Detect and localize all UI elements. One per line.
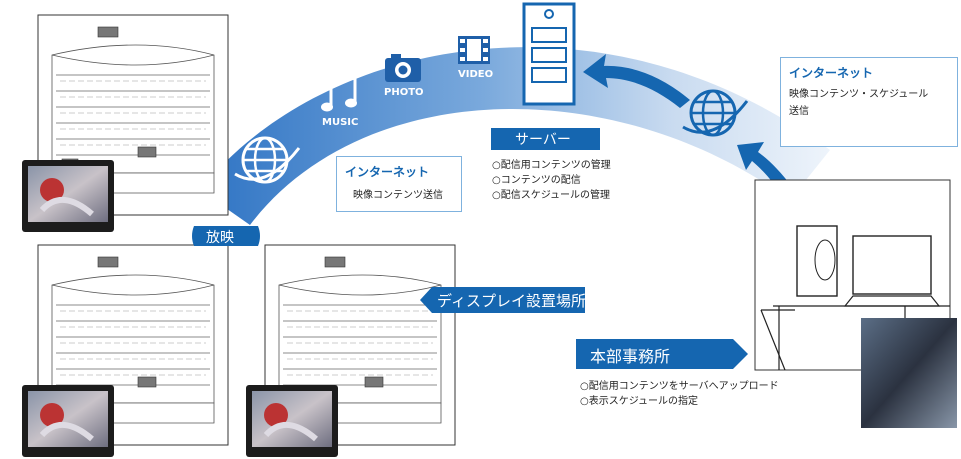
internet-callout-description: 映像コンテンツ送信 (353, 190, 443, 201)
server-function-item: ○配信用コンテンツの管理 (492, 160, 611, 171)
hq-tag-bg (576, 339, 748, 369)
broadcast-pointer (322, 170, 332, 186)
broadcast-tag-bg (192, 226, 260, 246)
server-icon (522, 2, 576, 106)
display-monitor-3 (246, 385, 338, 457)
video-label: VIDEO (458, 69, 494, 80)
server-function-list: ○配信用コンテンツの管理 ○コンテンツの配信 ○配信スケジュールの管理 (492, 158, 611, 203)
display-monitor-2 (22, 385, 114, 457)
office-photo (861, 318, 957, 428)
internet-callout-description: 映像コンテンツ・スケジュール (789, 89, 929, 100)
broadcast-label: 放映 (206, 230, 234, 246)
headquarters-task-item: ○表示スケジュールの指定 (580, 396, 699, 407)
music-label: MUSIC (322, 117, 359, 128)
film-icon (458, 36, 490, 64)
music-note-icon (321, 76, 357, 112)
internet-callout-right: インターネット 映像コンテンツ・スケジュール 送信 (780, 57, 958, 147)
headquarters-label: 本部事務所 (590, 347, 671, 366)
globe-icon (682, 89, 749, 137)
upload-arrow-top (583, 54, 690, 108)
photo-label: PHOTO (384, 87, 424, 98)
server-function-item: ○コンテンツの配信 (492, 175, 581, 186)
display-location-tag-bg (420, 287, 585, 313)
headquarters-task-list: ○配信用コンテンツをサーバへアップロード ○表示スケジュールの指定 (580, 379, 779, 409)
internet-callout-title: インターネット (789, 66, 874, 80)
server-label: サーバー (515, 132, 571, 148)
display-monitor-1 (22, 160, 114, 232)
internet-callout-title: インターネット (345, 165, 430, 179)
server-label-bg (491, 128, 600, 150)
headquarters-task-item: ○配信用コンテンツをサーバへアップロード (580, 381, 779, 392)
server-function-item: ○配信スケジュールの管理 (492, 190, 611, 201)
internet-callout-left: インターネット 映像コンテンツ送信 (336, 156, 462, 212)
globe-icon (234, 136, 301, 184)
display-location-label: ディスプレイ設置場所 (437, 292, 586, 310)
camera-icon (385, 54, 421, 82)
internet-callout-description: 送信 (789, 106, 809, 117)
